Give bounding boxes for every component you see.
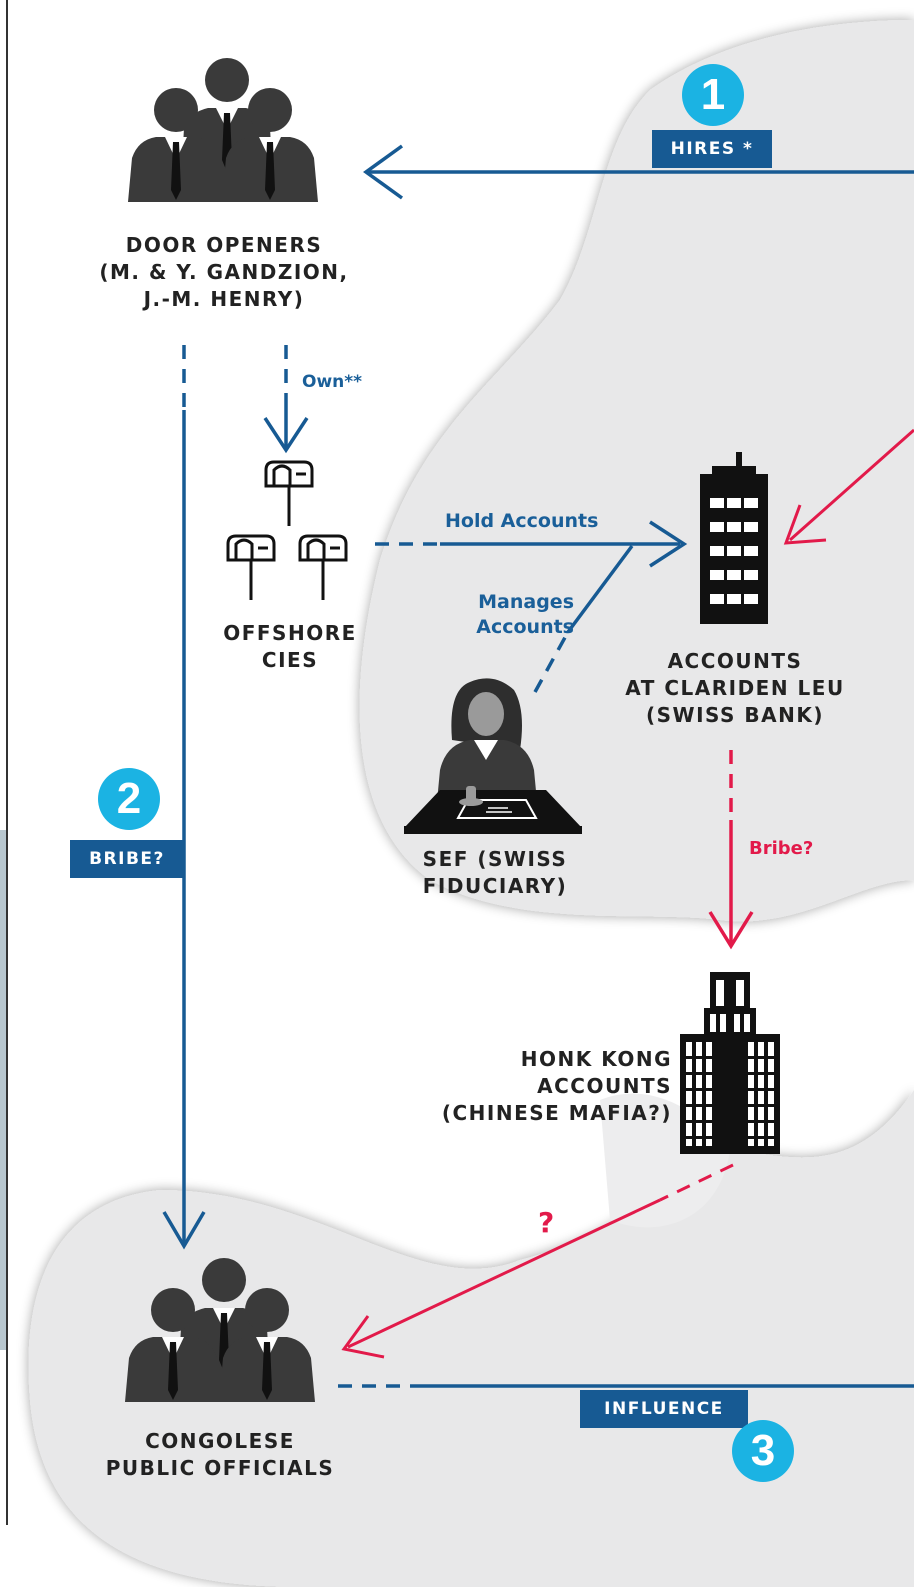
hold-accounts-label: Hold Accounts bbox=[445, 510, 599, 532]
bribe-arrowhead bbox=[162, 1211, 206, 1250]
offshore-line-2: CIES bbox=[261, 648, 319, 672]
left-edge-shade bbox=[0, 830, 6, 1350]
officials-line-1: CONGOLESE bbox=[145, 1429, 295, 1453]
step-1-badge: 1 bbox=[682, 64, 744, 126]
officials-line-2: PUBLIC OFFICIALS bbox=[105, 1456, 335, 1480]
bank-line-1: ACCOUNTS bbox=[667, 649, 803, 673]
offshore-label: OFFSHORE CIES bbox=[200, 620, 380, 674]
mailboxes-icon bbox=[226, 460, 348, 600]
hongkong-label: HONK KONG ACCOUNTS (CHINESE MAFIA?) bbox=[400, 1046, 672, 1127]
step-2-tag: BRIBE? bbox=[70, 840, 184, 878]
hongkong-line-2: ACCOUNTS bbox=[537, 1074, 672, 1098]
bank-label: ACCOUNTS AT CLARIDEN LEU (SWISS BANK) bbox=[590, 648, 880, 729]
fiduciary-icon bbox=[404, 678, 582, 834]
red-bribe-arrowhead bbox=[708, 911, 754, 950]
hires-arrowhead bbox=[363, 144, 404, 200]
step-3-tag: INFLUENCE bbox=[580, 1390, 748, 1428]
fiduciary-label: SEF (SWISS FIDUCIARY) bbox=[400, 846, 590, 900]
hongkong-line-3: (CHINESE MAFIA?) bbox=[441, 1101, 672, 1125]
fiduciary-line-1: SEF (SWISS bbox=[422, 847, 568, 871]
manages-accounts-label: Manages Accounts bbox=[434, 590, 574, 640]
fiduciary-line-2: FIDUCIARY) bbox=[422, 874, 568, 898]
manages-line-2: Accounts bbox=[476, 616, 574, 638]
own-arrowhead bbox=[263, 417, 309, 454]
bank-line-3: (SWISS BANK) bbox=[645, 703, 825, 727]
skyscraper-icon bbox=[680, 972, 780, 1154]
door-openers-icon bbox=[128, 58, 318, 202]
door-openers-line-3: J.-M. HENRY) bbox=[143, 287, 305, 311]
step-3-badge: 3 bbox=[732, 1420, 794, 1482]
red-q-dash bbox=[659, 1163, 734, 1202]
red-q-arrowhead bbox=[341, 1315, 385, 1359]
bank-line-2: AT CLARIDEN LEU bbox=[625, 676, 845, 700]
manages-dash bbox=[533, 631, 570, 693]
red-q-line bbox=[347, 1198, 661, 1349]
hongkong-line-1: HONK KONG bbox=[520, 1047, 672, 1071]
door-openers-line-1: DOOR OPENERS bbox=[125, 233, 323, 257]
hold-arrowhead bbox=[649, 520, 688, 568]
red-into-bank-line bbox=[789, 428, 914, 542]
manages-line bbox=[566, 544, 634, 634]
manages-line-1: Manages bbox=[478, 591, 574, 613]
door-openers-label: DOOR OPENERS (M. & Y. GANDZION, J.-M. HE… bbox=[84, 232, 364, 313]
bank-tower-icon bbox=[700, 452, 768, 624]
step-1-tag: HIRES * bbox=[652, 130, 772, 168]
officials-label: CONGOLESE PUBLIC OFFICIALS bbox=[70, 1428, 370, 1482]
bribe-question-label: Bribe? bbox=[749, 838, 814, 859]
unknown-flow-label: ? bbox=[538, 1206, 555, 1239]
officials-icon bbox=[125, 1258, 315, 1402]
own-label: Own** bbox=[302, 372, 363, 392]
step-2-badge: 2 bbox=[98, 768, 160, 830]
red-into-bank-arrowhead bbox=[783, 504, 827, 545]
door-openers-line-2: (M. & Y. GANDZION, bbox=[99, 260, 349, 284]
offshore-line-1: OFFSHORE bbox=[223, 621, 357, 645]
